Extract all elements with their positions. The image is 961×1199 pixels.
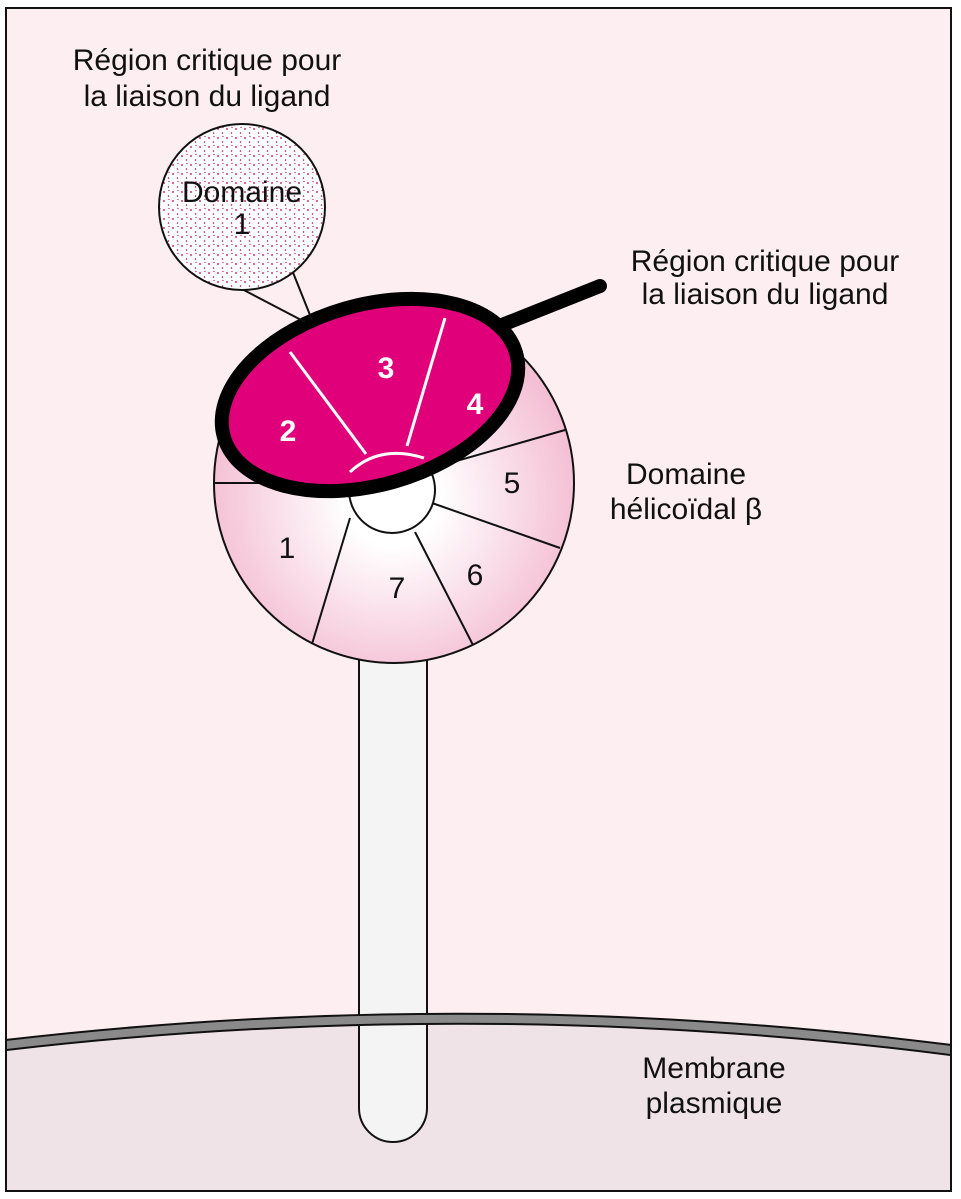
frame-border — [5, 7, 952, 1192]
callout-line — [239, 287, 306, 323]
label-membrane-line2: plasmique — [646, 1087, 783, 1120]
blade-divider-white — [288, 351, 368, 455]
blade-number-4: 4 — [467, 388, 484, 421]
ligand-binding-region — [214, 291, 526, 499]
label-top-right-line1: Région critique pour — [631, 245, 900, 278]
cell-interior — [6, 1018, 951, 1191]
blade-divider — [414, 531, 474, 646]
blade-number-7: 7 — [389, 572, 406, 605]
label-domain1-line2: 1 — [234, 208, 251, 241]
center-arc-white — [348, 451, 425, 474]
label-helical-line1: Domaine — [626, 458, 746, 491]
label-top-left-line2: la liaison du ligand — [84, 80, 331, 113]
domain-1-circle — [158, 123, 326, 291]
label-helical-line2: hélicoïdal β — [610, 493, 762, 526]
blade-divider — [311, 517, 351, 645]
label-top-left-line1: Région critique pour — [73, 44, 342, 77]
blade-divider-white — [405, 317, 447, 447]
label-domain1-line1: Domaine — [182, 176, 302, 209]
blade-number-2: 2 — [280, 415, 297, 448]
blade-divider — [431, 502, 561, 549]
blade-number-1: 1 — [279, 532, 296, 565]
label-membrane-line1: Membrane — [642, 1052, 785, 1085]
pointer-line-right — [495, 279, 607, 332]
blade-number-6: 6 — [467, 559, 484, 592]
blade-number-3: 3 — [378, 352, 395, 385]
label-top-right-line2: la liaison du ligand — [642, 278, 889, 311]
callout-line — [291, 269, 313, 321]
plasma-membrane-fill — [5, 1014, 952, 1054]
blade-number-5: 5 — [504, 467, 521, 500]
stalk — [358, 649, 428, 1143]
